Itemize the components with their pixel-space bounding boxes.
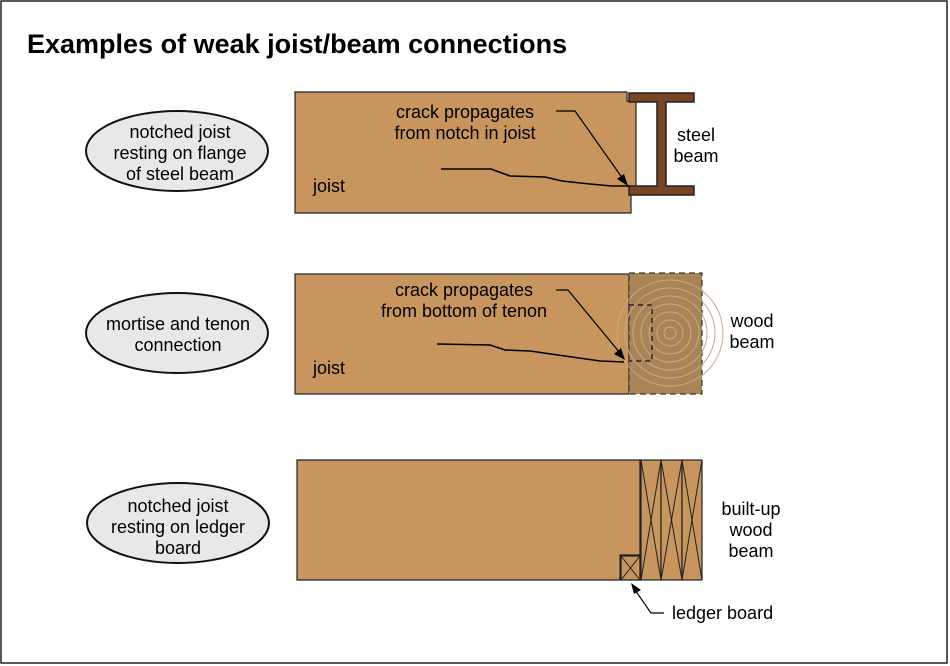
ledger-label: ledger board (672, 603, 773, 623)
ellipse-row1-line1: notched joist (129, 122, 230, 142)
ledger-board (620, 555, 641, 581)
ellipse-row3-line3: board (155, 538, 201, 558)
ellipse-row3-line1: notched joist (127, 496, 228, 516)
joist-row3-notched (296, 459, 641, 581)
row-steel-beam: notched joist resting on flange of steel… (85, 91, 719, 214)
ellipse-row1-line2: resting on flange (113, 143, 246, 163)
built-up-beam (640, 459, 703, 581)
crack-arrowhead-row2 (614, 348, 625, 360)
beam-label-row3-line1: built-up (721, 499, 780, 519)
joist-row2 (294, 273, 630, 395)
tenon-outline (629, 304, 653, 362)
ellipse-row2 (85, 292, 269, 374)
ledger-leader (634, 589, 664, 614)
joist-label-row1: joist (312, 176, 345, 196)
crack-label-row1-line2: from notch in joist (394, 123, 535, 143)
beam-label-row3-line3: beam (728, 541, 773, 561)
wood-beam-round (616, 272, 724, 395)
ellipse-row2-line1: mortise and tenon (106, 314, 250, 334)
diagram-title: Examples of weak joist/beam connections (27, 29, 567, 59)
crack-line-row2 (436, 343, 625, 363)
crack-leader-row1 (556, 110, 624, 180)
row-mortise-tenon: mortise and tenon connection crack propa (85, 272, 775, 395)
ellipse-row1-line3: of steel beam (126, 164, 234, 184)
joist-label-row2: joist (312, 358, 345, 378)
ledger-arrowhead (631, 583, 641, 594)
beam-label-row3-line2: wood (728, 520, 772, 540)
ellipse-row3 (86, 482, 270, 564)
ellipse-row1 (85, 110, 269, 192)
beam-label-row1-line1: steel (677, 125, 715, 145)
beam-label-row2-line2: beam (729, 332, 774, 352)
ellipse-row3-line2: resting on ledger (111, 517, 245, 537)
beam-label-row1-line2: beam (673, 146, 718, 166)
crack-label-row2-line1: crack propagates (395, 280, 533, 300)
row-ledger-board: notched joist resting on ledger board le… (86, 459, 781, 623)
crack-line-row1 (441, 168, 630, 187)
ellipse-row2-line2: connection (134, 335, 221, 355)
crack-leader-row2 (556, 289, 621, 354)
beam-label-row2-line1: wood (729, 311, 773, 331)
steel-i-beam (628, 92, 695, 196)
crack-label-row2-line2: from bottom of tenon (381, 301, 547, 321)
crack-label-row1-line1: crack propagates (396, 102, 534, 122)
crack-arrowhead-row1 (617, 174, 628, 186)
